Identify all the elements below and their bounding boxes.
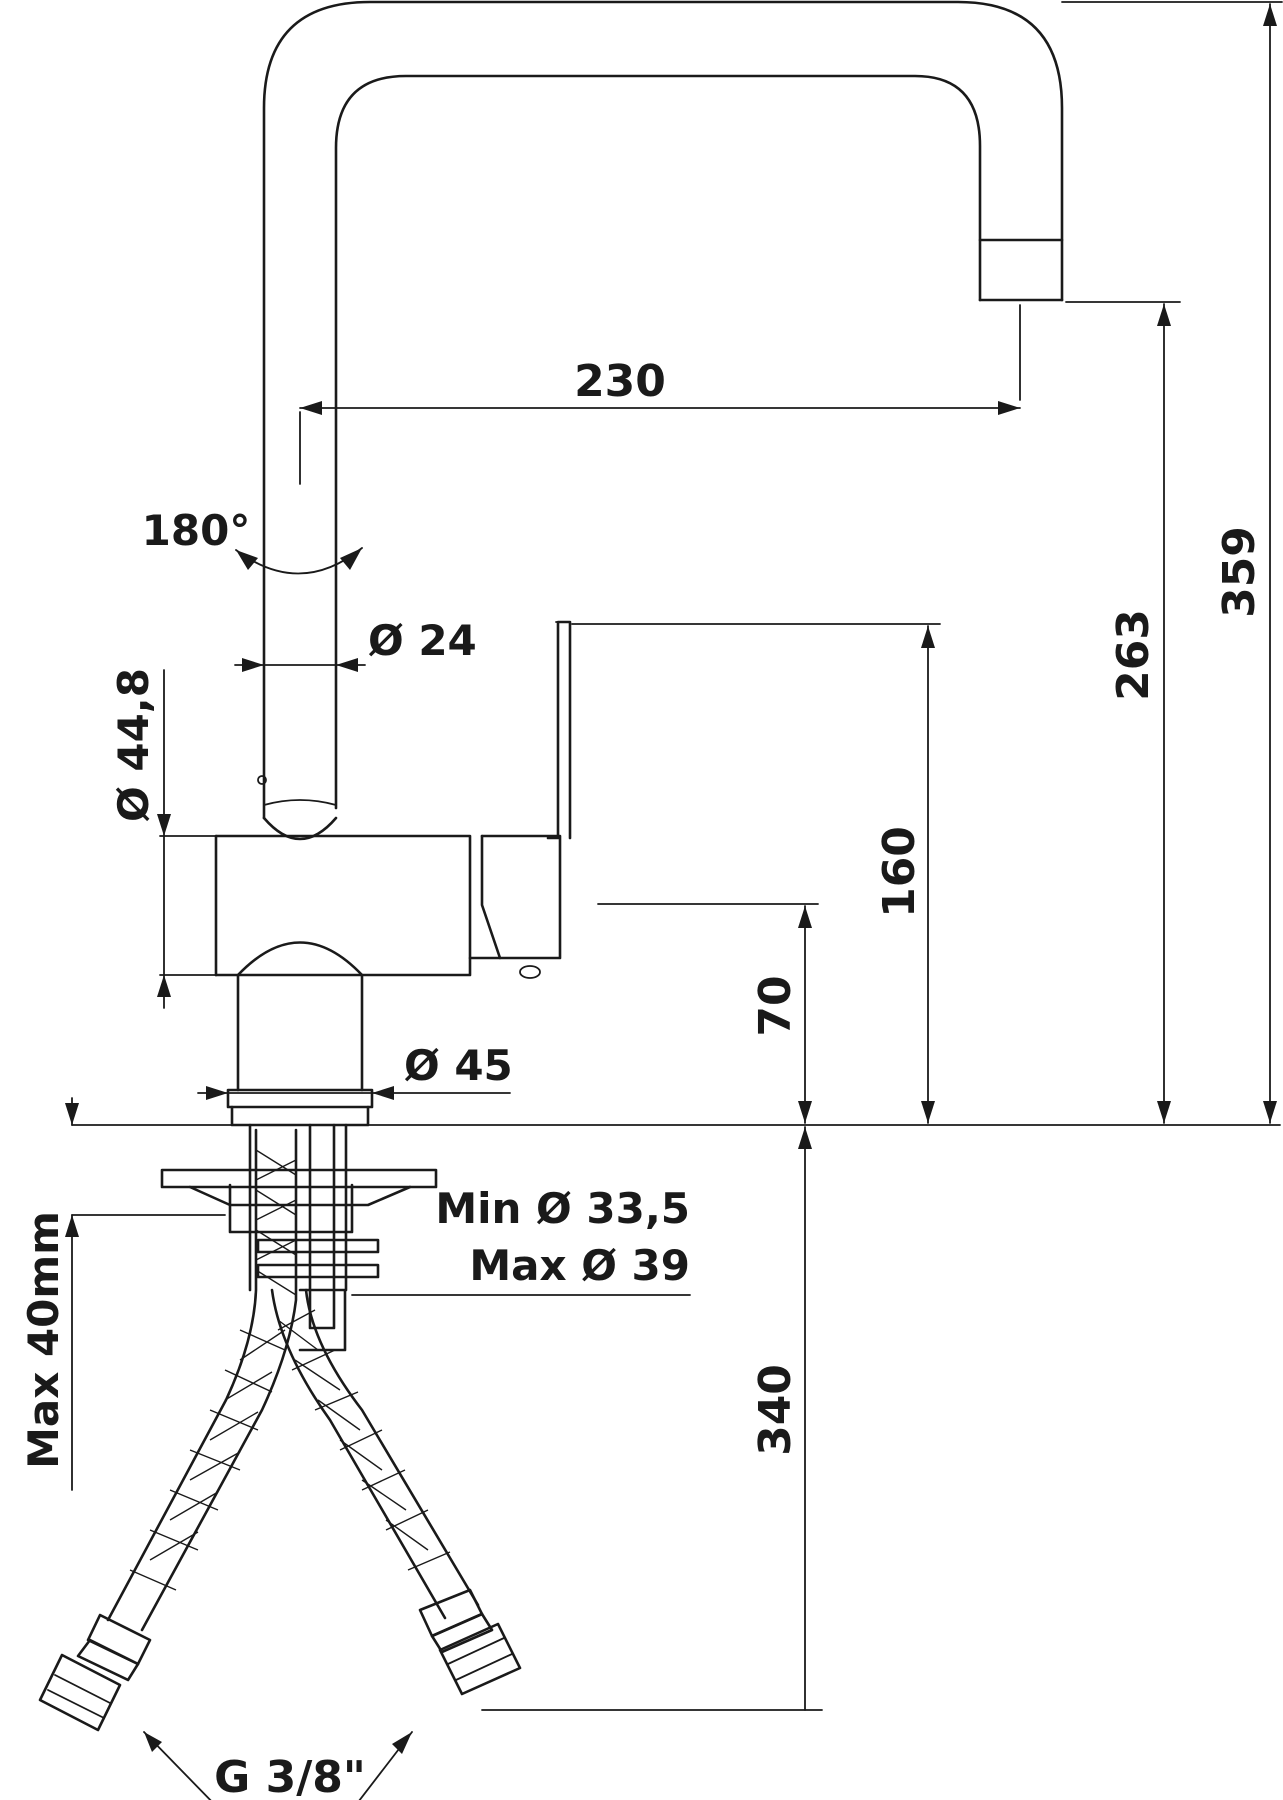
label-connection: G 3/8" (214, 1752, 366, 1800)
spout (257, 0, 1064, 820)
label-max-thickness: Max 40mm (19, 1211, 68, 1469)
label-spout-reach: 230 (574, 356, 666, 407)
label-rotation: 180° (142, 506, 251, 555)
label-height-160: 160 (874, 826, 925, 918)
label-body-diameter: Ø 44,8 (109, 668, 158, 822)
dimension-lines (65, 1, 1283, 1800)
label-spout-diameter: Ø 24 (368, 616, 477, 665)
label-height-359: 359 (1214, 526, 1265, 618)
supply-hoses (38, 1128, 522, 1732)
label-height-263: 263 (1108, 609, 1159, 701)
label-hole-max: Max Ø 39 (469, 1241, 690, 1290)
label-hose-length: 340 (750, 1364, 801, 1456)
mixer-body (214, 620, 572, 1127)
label-hole-min: Min Ø 33,5 (435, 1184, 690, 1233)
label-base-diameter: Ø 45 (404, 1041, 513, 1090)
mounting-hardware (160, 1123, 438, 1352)
label-height-70: 70 (750, 975, 801, 1036)
